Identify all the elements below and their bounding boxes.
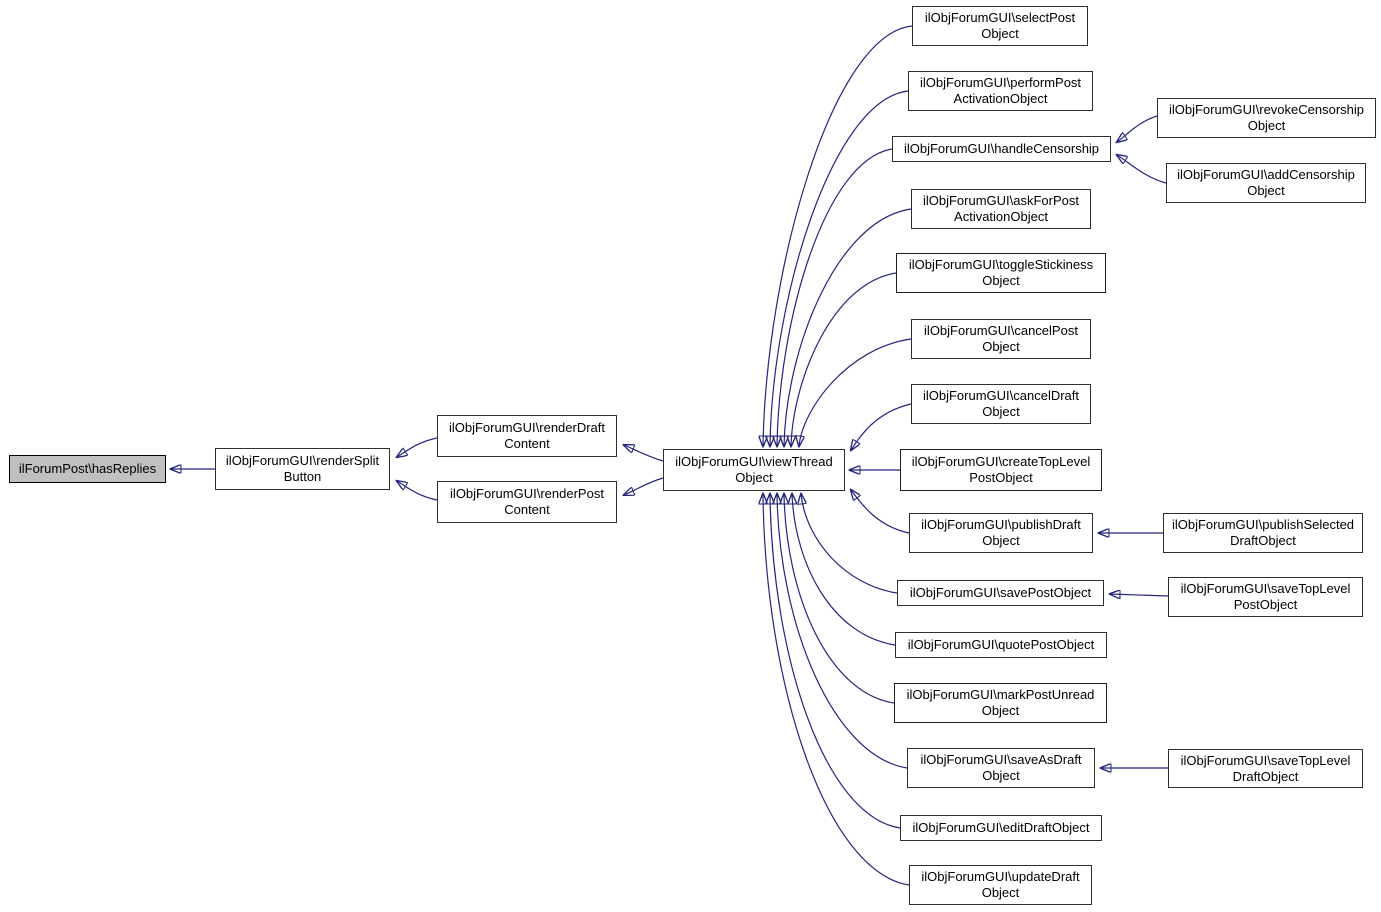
- node-label: ilObjForumGUI\publishDraft: [921, 517, 1081, 532]
- node-label: ilObjForumGUI\savePostObject: [909, 585, 1092, 600]
- graph-node-askforpostactivationobject[interactable]: ilObjForumGUI\askForPost ActivationObjec…: [911, 189, 1091, 229]
- node-label: ActivationObject: [954, 209, 1048, 224]
- node-label: Object: [982, 404, 1020, 419]
- graph-node-saveasdraftobject[interactable]: ilObjForumGUI\saveAsDraft Object: [907, 748, 1095, 788]
- node-label: Content: [504, 502, 550, 517]
- node-label: ilObjForumGUI\markPostUnread: [906, 687, 1095, 702]
- node-label: ilObjForumGUI\addCensorship: [1177, 167, 1355, 182]
- node-label: ilObjForumGUI\editDraftObject: [912, 820, 1090, 835]
- node-label: ActivationObject: [953, 91, 1048, 106]
- graph-node-createtoplevelpostobject[interactable]: ilObjForumGUI\createTopLevel PostObject: [900, 449, 1102, 491]
- edge-updateDraftObject-viewThreadObject: [763, 494, 910, 886]
- node-label: PostObject: [1233, 597, 1298, 612]
- node-label: ilObjForumGUI\saveTopLevel: [1180, 752, 1351, 768]
- edge-publishDraftObject-viewThreadObject: [851, 490, 910, 534]
- edge-quotePostObject-viewThreadObject: [792, 494, 896, 646]
- node-label: ilObjForumGUI\askForPost: [922, 193, 1080, 208]
- edge-performPostActivationObject-viewThreadObject: [770, 90, 909, 446]
- graph-node-renderdraftcontent[interactable]: ilObjForumGUI\renderDraft Content: [437, 415, 617, 457]
- graph-node-selectpostobject[interactable]: ilObjForumGUI\selectPost Object: [912, 6, 1088, 46]
- node-label: ilObjForumGUI\viewThread: [675, 454, 833, 469]
- node-label: ilObjForumGUI\createTopLevel: [911, 454, 1091, 469]
- node-label: ilObjForumGUI\cancelPost: [924, 323, 1078, 338]
- edge-editDraftObject-viewThreadObject: [770, 494, 901, 829]
- graph-node-performpostactivationobject[interactable]: ilObjForumGUI\performPost ActivationObje…: [908, 71, 1093, 111]
- node-label: ilObjForumGUI\updateDraft: [921, 869, 1080, 884]
- graph-node-handlecensorship[interactable]: ilObjForumGUI\handleCensorship: [892, 136, 1111, 162]
- edge-saveTopLevelPostObject-savePostObject: [1110, 594, 1169, 596]
- node-label: ilObjForumGUI\toggleStickiness: [908, 257, 1094, 272]
- node-label: ilObjForumGUI\renderSplit: [225, 453, 380, 468]
- graph-node-publishselecteddraftobject[interactable]: ilObjForumGUI\publishSelected DraftObjec…: [1163, 513, 1363, 553]
- node-label: ilObjForumGUI\selectPost: [924, 10, 1076, 25]
- graph-node-markpostunreadobject[interactable]: ilObjForumGUI\markPostUnread Object: [894, 683, 1107, 723]
- graph-node-rendersplitbutton[interactable]: ilObjForumGUI\renderSplit Button: [215, 448, 390, 490]
- node-label: Object: [1247, 183, 1285, 198]
- graph-node-savetoplevelpostobject[interactable]: ilObjForumGUI\saveTopLevel PostObject: [1168, 577, 1363, 617]
- edge-renderPostContent-renderSplitButton: [397, 481, 438, 501]
- graph-node-quotepostobject[interactable]: ilObjForumGUI\quotePostObject: [895, 632, 1107, 658]
- node-label: Object: [982, 768, 1020, 783]
- edge-selectPostObject-viewThreadObject: [763, 25, 913, 446]
- edge-handleCensorship-viewThreadObject: [777, 148, 893, 446]
- edge-cancelPostObject-viewThreadObject: [799, 338, 912, 446]
- edge-savePostObject-viewThreadObject: [801, 494, 898, 594]
- graph-node-canceldraftobject[interactable]: ilObjForumGUI\cancelDraft Object: [911, 384, 1091, 424]
- edge-revokeCensorshipObject-handleCensorship: [1117, 115, 1158, 142]
- node-label: Object: [735, 470, 773, 485]
- node-label: ilObjForumGUI\revokeCensorship: [1168, 102, 1365, 117]
- edge-markPostUnreadObject-viewThreadObject: [784, 494, 895, 704]
- edge-viewThreadObject-renderDraftContent: [624, 445, 664, 462]
- node-label: ilObjForumGUI\renderDraft: [448, 420, 606, 435]
- node-label: Object: [981, 26, 1019, 41]
- node-label: Object: [981, 885, 1020, 900]
- graph-node-savepostobject[interactable]: ilObjForumGUI\savePostObject: [897, 580, 1104, 606]
- node-label: ilObjForumGUI\publishSelected: [1171, 517, 1355, 532]
- node-label: ilObjForumGUI\handleCensorship: [903, 141, 1100, 156]
- graph-node-cancelpostobject[interactable]: ilObjForumGUI\cancelPost Object: [911, 319, 1091, 359]
- graph-node-togglestickinessobject[interactable]: ilObjForumGUI\toggleStickiness Object: [896, 253, 1106, 293]
- edge-addCensorshipObject-handleCensorship: [1117, 155, 1167, 184]
- graph-node-viewthreadobject[interactable]: ilObjForumGUI\viewThread Object: [663, 449, 845, 491]
- node-label: ilObjForumGUI\performPost: [919, 75, 1082, 90]
- node-label: ilObjForumGUI\cancelDraft: [922, 388, 1080, 403]
- node-label: ilObjForumGUI\quotePostObject: [907, 637, 1095, 652]
- graph-node-updatedraftobject[interactable]: ilObjForumGUI\updateDraft Object: [909, 865, 1092, 905]
- node-label: DraftObject: [1230, 533, 1296, 548]
- edge-toggleStickinessObject-viewThreadObject: [791, 272, 897, 446]
- edge-saveAsDraftObject-viewThreadObject: [777, 494, 908, 769]
- graph-node-revokecensorshipobject[interactable]: ilObjForumGUI\revokeCensorship Object: [1157, 98, 1376, 138]
- node-label: DraftObject: [1232, 768, 1299, 784]
- node-label: ilObjForumGUI\saveTopLevel: [1180, 581, 1351, 596]
- node-label: Object: [1247, 118, 1286, 133]
- node-label: Object: [982, 273, 1020, 288]
- edge-renderDraftContent-renderSplitButton: [397, 437, 438, 457]
- node-label: Object: [982, 339, 1020, 354]
- graph-node-editdraftobject[interactable]: ilObjForumGUI\editDraftObject: [900, 815, 1102, 841]
- graph-node-savetopleveldraftobject[interactable]: ilObjForumGUI\saveTopLevel DraftObject: [1168, 749, 1363, 788]
- node-label: PostObject: [969, 470, 1033, 485]
- graph-node-renderpostcontent[interactable]: ilObjForumGUI\renderPost Content: [437, 481, 617, 523]
- graph-node-publishdraftobject[interactable]: ilObjForumGUI\publishDraft Object: [909, 513, 1093, 553]
- node-label: ilForumPost\hasReplies: [18, 461, 157, 476]
- node-label: ilObjForumGUI\renderPost: [450, 486, 604, 501]
- graph-node-hasreplies: ilForumPost\hasReplies: [9, 455, 166, 483]
- graph-node-addcensorshipobject[interactable]: ilObjForumGUI\addCensorship Object: [1166, 163, 1366, 203]
- node-label: ilObjForumGUI\saveAsDraft: [920, 752, 1082, 767]
- edge-cancelDraftObject-viewThreadObject: [851, 403, 912, 450]
- node-label: Object: [982, 533, 1020, 548]
- edge-viewThreadObject-renderPostContent: [624, 477, 664, 495]
- node-label: Content: [504, 436, 550, 451]
- node-label: Object: [981, 703, 1020, 718]
- edge-askForPostActivationObject-viewThreadObject: [784, 208, 912, 446]
- node-label: Button: [283, 469, 322, 484]
